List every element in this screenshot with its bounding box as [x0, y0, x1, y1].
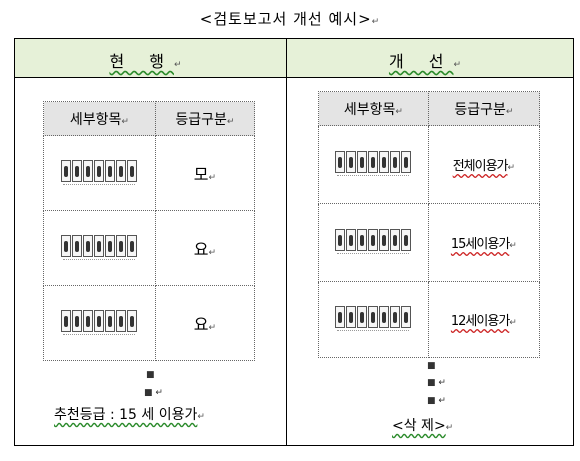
- rating-cell: [43, 135, 156, 211]
- rating-cell: [43, 285, 156, 361]
- rating-cell: [318, 203, 429, 282]
- grade-cell: 요↵: [154, 285, 256, 361]
- column-header-current: 현 행↵: [109, 52, 192, 71]
- table-row: 15세이용가↵: [318, 203, 541, 282]
- table-row: 전체이용가↵: [318, 125, 541, 204]
- column-header-improved: 개 선↵: [388, 52, 472, 71]
- rating-cell: [318, 281, 429, 358]
- current-rating-table: 세부항목↵ 등급구분↵ 모↵ 요↵: [43, 101, 256, 361]
- table-row: 12세이용가↵: [318, 281, 541, 358]
- rating-pictogram-strip-icon: [335, 229, 412, 256]
- grade-cell: 12세이용가↵: [427, 281, 541, 358]
- paragraph-mark: ■ ↵: [427, 396, 446, 406]
- paragraph-mark: ■ ↵: [427, 378, 446, 388]
- paragraph-mark: ■: [427, 361, 436, 371]
- rating-pictogram-strip-icon: [335, 306, 412, 333]
- rating-pictogram-strip-icon: [335, 151, 412, 178]
- grade-cell: 모↵: [154, 135, 256, 211]
- header-item: 세부항목↵: [43, 101, 156, 136]
- comparison-header-row: [15, 39, 573, 78]
- current-note: 추천등급 : 15 세 이용가↵: [54, 407, 205, 423]
- rating-pictogram-strip-icon: [61, 309, 138, 337]
- rating-pictogram-strip-icon: [61, 234, 138, 262]
- table-row: 요↵: [43, 210, 256, 286]
- table-row: 모↵: [43, 135, 256, 211]
- paragraph-mark: ■: [146, 370, 155, 380]
- header-item: 세부항목↵: [318, 91, 429, 126]
- column-divider: [286, 39, 287, 445]
- improved-rating-table: 세부항목↵ 등급구분↵ 전체이용가↵ 15세이용가↵: [318, 91, 541, 358]
- comparison-table: 현 행↵ 개 선↵ 세부항목↵ 등급구분↵ 모↵: [14, 38, 574, 446]
- page-title: <검토보고서 개선 예시>↵: [199, 10, 381, 28]
- grade-cell: 전체이용가↵: [427, 125, 541, 204]
- rating-pictogram-strip-icon: [61, 159, 138, 187]
- grade-cell: 15세이용가↵: [427, 203, 541, 282]
- improved-note: <삭 제>↵: [392, 418, 454, 434]
- rating-cell: [43, 210, 156, 286]
- rating-cell: [318, 125, 429, 204]
- paragraph-mark: ■ ↵: [144, 388, 163, 398]
- table-row: 요↵: [43, 285, 256, 361]
- header-grade: 등급구분↵: [154, 101, 256, 136]
- grade-cell: 요↵: [154, 210, 256, 286]
- header-grade: 등급구분↵: [427, 91, 541, 126]
